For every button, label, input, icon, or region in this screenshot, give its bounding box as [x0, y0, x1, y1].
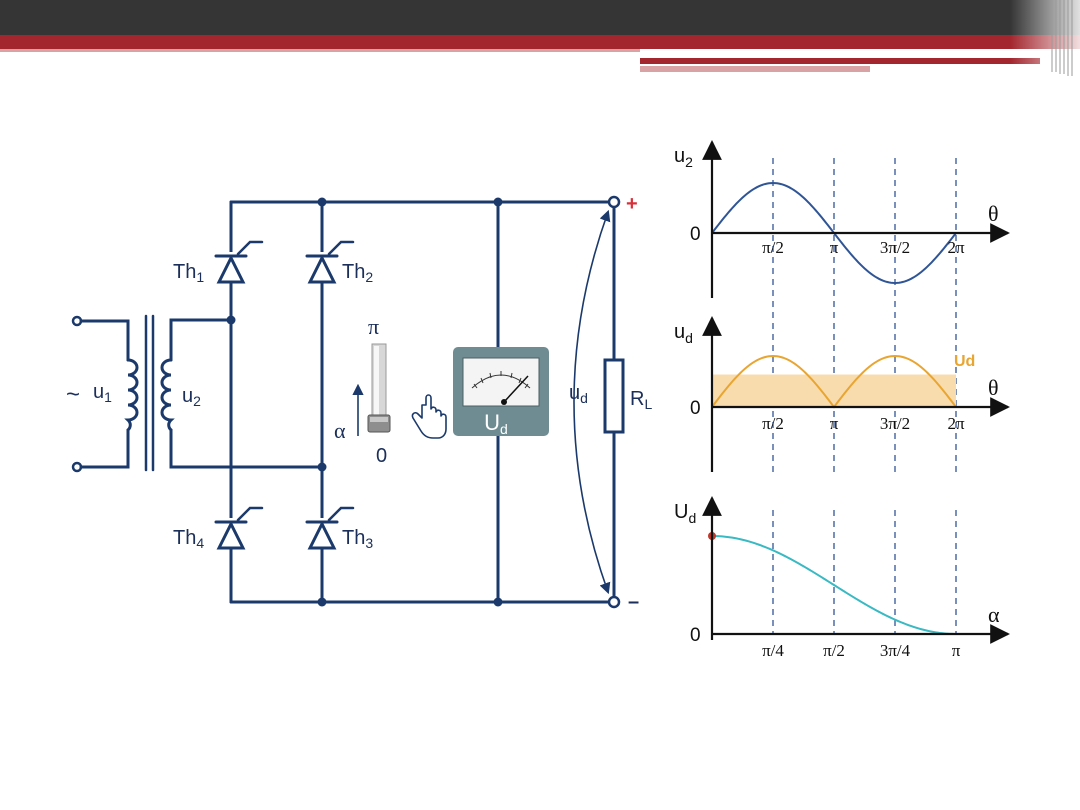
th2-label: Th2 [342, 261, 373, 285]
x-tick-label: π/4 [762, 641, 784, 660]
y-axis-label-sub: d [688, 510, 696, 526]
thyristor-icon [214, 240, 264, 284]
meter-pivot [501, 399, 507, 405]
x-tick-label: π [830, 238, 839, 257]
x-tick-label: 3π/4 [880, 641, 911, 660]
y-axis-label-main: u [674, 321, 685, 343]
meter-face [462, 357, 540, 407]
origin-label: 0 [690, 625, 701, 646]
y-axis-label: Ud [674, 501, 696, 526]
thyristor-icon [214, 506, 264, 550]
thyristor-th3 [305, 506, 355, 550]
header-stripes [1051, 0, 1073, 76]
series-curve [711, 535, 957, 635]
primary-terminals [71, 315, 130, 473]
junction-dots [226, 197, 503, 607]
u1-label: u1 [93, 381, 112, 405]
ud-voltage-arrow [573, 209, 611, 595]
meter-label: Ud [484, 410, 508, 437]
slide-header [0, 0, 1080, 80]
slider-thumb-highlight [370, 417, 388, 422]
y-axis-label-main: U [674, 501, 688, 523]
x-tick-label: 2π [947, 238, 965, 257]
th4-label: Th4 [173, 527, 204, 551]
origin-label: 0 [690, 224, 701, 245]
output-terminal-minus [607, 595, 621, 609]
ud-average-label: Ud [954, 353, 975, 370]
slider-bottom-label: 0 [376, 445, 387, 467]
thyristor-th4 [214, 506, 264, 550]
y-axis-label: u2 [674, 145, 693, 170]
meter-needle [503, 375, 529, 403]
ud-label: ud [569, 382, 588, 406]
header-dark-bar [0, 0, 1080, 35]
x-tick-label: 3π/2 [880, 414, 910, 433]
origin-label: 0 [690, 398, 701, 419]
header-accent-right-2 [640, 66, 870, 72]
x-tick-label: 3π/2 [880, 238, 910, 257]
transformer-icon [124, 314, 175, 472]
chart-1: u2 θ 0 π/2 π 3π/2 2π [674, 140, 1010, 298]
x-axis-label: θ [988, 375, 999, 400]
x-tick-label: π [830, 414, 839, 433]
output-terminal-plus [607, 195, 621, 209]
header-accent-thin [0, 49, 640, 52]
source-tilde-label: ~ [66, 381, 80, 408]
u2-label: u2 [182, 385, 201, 409]
slider-track-shade [374, 346, 379, 430]
thyristor-icon [305, 506, 355, 550]
x-axis-label: θ [988, 201, 999, 226]
hand-pointer-icon [411, 394, 447, 439]
firing-angle-slider[interactable]: π 0 α [334, 314, 391, 467]
meter-ticks [473, 371, 529, 389]
plus-sign: + [626, 193, 638, 215]
resistor-icon [603, 358, 625, 434]
slider-top-label: π [368, 314, 379, 339]
th1-label: Th1 [173, 261, 204, 285]
x-tick-label: π/2 [762, 238, 784, 257]
x-tick-label: π [952, 641, 961, 660]
header-accent-bar [0, 35, 1080, 49]
y-axis-label-sub: 2 [685, 154, 693, 170]
ud-average-band [712, 374, 956, 407]
x-tick-label: π/2 [762, 414, 784, 433]
thyristor-th1 [214, 240, 264, 284]
x-tick-label: 2π [947, 414, 965, 433]
x-axis-label: α [988, 602, 1000, 627]
y-axis-label: ud [674, 321, 693, 346]
minus-sign: – [628, 591, 639, 613]
y-axis-label-sub: d [685, 330, 693, 346]
slider-alpha-label: α [334, 418, 346, 443]
th3-label: Th3 [342, 527, 373, 551]
rl-label: RL [630, 388, 652, 412]
voltmeter-icon: Ud [453, 347, 549, 437]
thyristor-th2 [305, 240, 355, 284]
chart-2: Ud ud θ 0 π/2 π 3π/2 2π [674, 316, 1010, 472]
y-axis-label-main: u [674, 145, 685, 167]
header-accent-right-1 [640, 58, 1040, 64]
header-gloss [1010, 0, 1080, 80]
x-tick-label: π/2 [823, 641, 845, 660]
chart-3: Ud α 0 π/4 π/2 3π/4 π [674, 496, 1010, 660]
thyristor-icon [305, 240, 355, 284]
